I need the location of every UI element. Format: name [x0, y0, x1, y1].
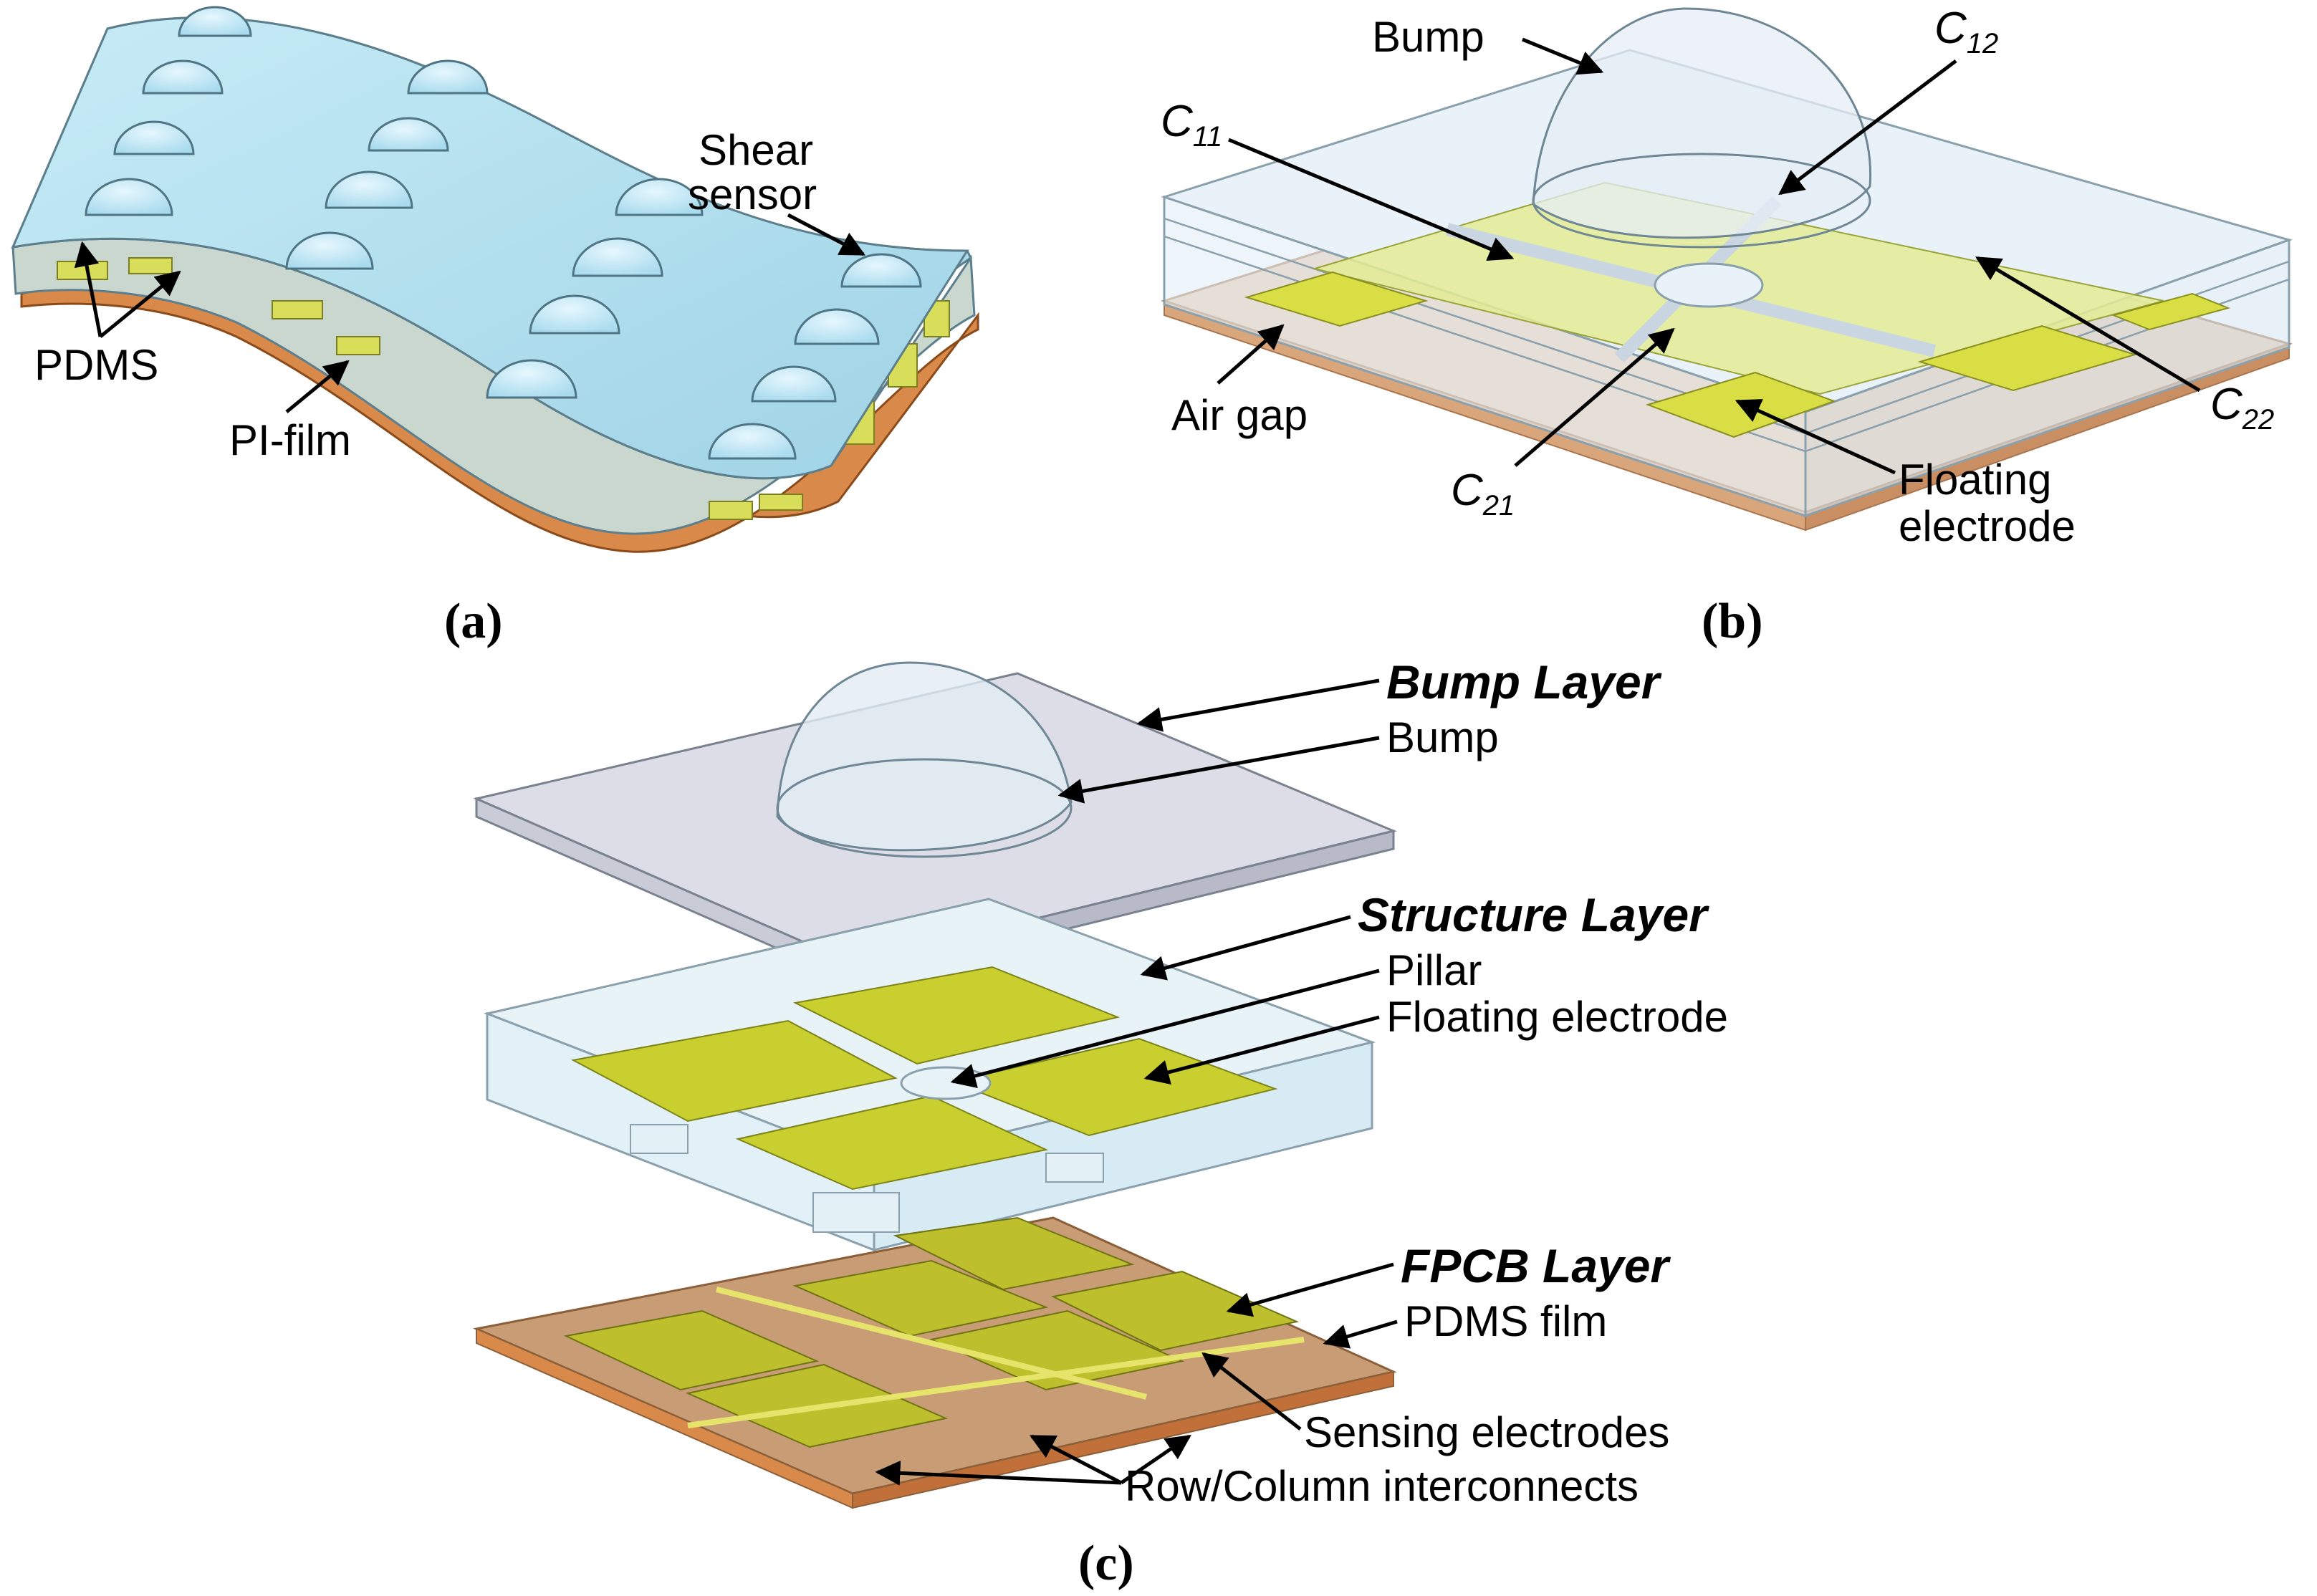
- caption-a: (a): [444, 594, 503, 649]
- pdms-top-surface-fill: [11, 16, 969, 480]
- arrow-interconnects-3: [1120, 1434, 1191, 1485]
- arrow-shear-sensor: [787, 213, 866, 256]
- label-bump-layer: Bump Layer: [1386, 655, 1662, 708]
- label-fpcb-layer: FPCB Layer: [1401, 1239, 1671, 1292]
- bump-dome-b: [1532, 7, 1872, 239]
- arrow-interconnects-2: [1029, 1434, 1123, 1485]
- panel-a: Shear sensor PDMS PI-film (a): [11, 6, 979, 649]
- caption-c: (c): [1078, 1536, 1134, 1591]
- sensing-electrodes-c: [563, 1216, 1300, 1448]
- label-pillar: Pillar: [1386, 946, 1482, 994]
- label-bump-b: Bump: [1372, 13, 1484, 61]
- arrow-interconnects-1: [875, 1460, 1122, 1486]
- arrow-fpcb-layer: [1226, 1262, 1394, 1317]
- arrow-air-gap: [1217, 324, 1285, 385]
- arrow-pdms-1: [74, 241, 102, 337]
- label-structure-layer: Structure Layer: [1358, 888, 1709, 941]
- label-floating-b-1: Floating: [1899, 456, 2051, 504]
- arrow-sensing-electrodes: [1201, 1352, 1302, 1431]
- label-floating-b-2: electrode: [1899, 502, 2076, 550]
- arrow-structure-layer: [1140, 915, 1351, 981]
- label-pi-film: PI-film: [229, 416, 351, 464]
- label-bump-c: Bump: [1386, 713, 1499, 761]
- arrow-pillar: [950, 968, 1380, 1088]
- panel-b: Bump C11 C12 C21 C22 Air gap Floating el…: [1161, 4, 2293, 649]
- structure-layer: [483, 898, 1376, 1252]
- label-c11: C11: [1161, 97, 1222, 153]
- label-interconnects: Row/Column interconnects: [1125, 1462, 1639, 1510]
- side-sensor-cells: [57, 257, 950, 520]
- label-sensing-electrodes: Sensing electrodes: [1304, 1408, 1669, 1456]
- arrow-pdms-2: [99, 270, 181, 338]
- fpcb-layer: [472, 1216, 1397, 1509]
- label-floating-electrode-c: Floating electrode: [1386, 993, 1728, 1041]
- arrow-c12: [1778, 59, 1957, 196]
- label-pdms-film: PDMS film: [1404, 1297, 1607, 1345]
- arrow-c22: [1975, 256, 2201, 393]
- label-air-gap: Air gap: [1171, 391, 1308, 439]
- bump-layer: [473, 661, 1397, 984]
- bump-dome-c: [776, 661, 1073, 852]
- label-shear-sensor-2: sensor: [688, 170, 817, 218]
- arrow-c11: [1228, 138, 1515, 261]
- caption-b: (b): [1702, 594, 1763, 649]
- label-c22: C22: [2210, 380, 2274, 436]
- arrow-pdms-film: [1323, 1319, 1398, 1349]
- arrow-pi-film: [285, 360, 350, 413]
- arrow-bump-c: [1057, 736, 1380, 804]
- arrow-floating-electrode-c: [1143, 1015, 1380, 1085]
- floating-electrodes-c: [570, 966, 1278, 1191]
- panel-c: Bump Layer Bump Structure Layer Pillar F…: [472, 655, 1728, 1591]
- arrow-bump-layer: [1136, 678, 1380, 732]
- label-shear-sensor-1: Shear: [699, 126, 813, 174]
- arrow-bump-b: [1522, 37, 1604, 75]
- bump-array: [85, 6, 922, 460]
- label-c21: C21: [1451, 466, 1515, 521]
- label-c12: C12: [1934, 4, 1998, 59]
- arrow-c21: [1514, 327, 1675, 467]
- label-pdms: PDMS: [34, 341, 158, 389]
- arrow-floating-b: [1735, 399, 1896, 475]
